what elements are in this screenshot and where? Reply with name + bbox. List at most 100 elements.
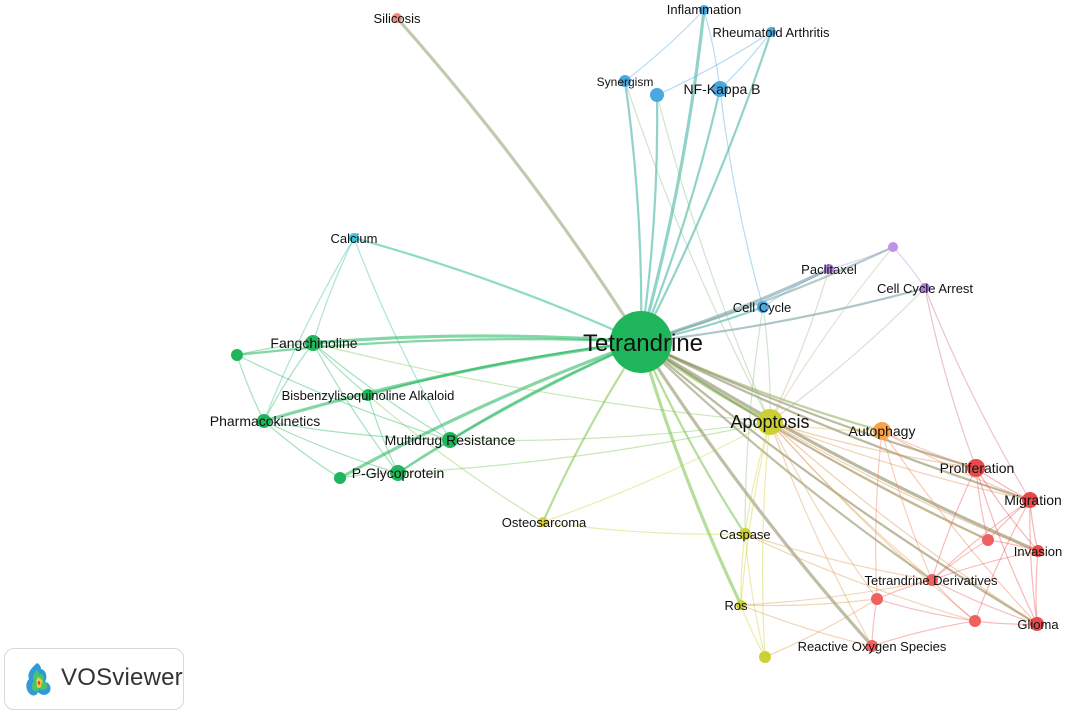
node-silicosis[interactable] [392,13,402,23]
node-pharmacokinetics[interactable] [257,414,271,428]
edge-green_left-mdr [236,354,451,441]
edge-tetrandrine-invasion [639,340,1040,553]
node-glioma[interactable] [1030,617,1044,631]
edge-apoptosis-red_mid [769,421,989,541]
node-green_left[interactable] [231,349,243,361]
edge-tetrandrine-ccarrest [639,286,927,344]
edge-tetrandrine-nfkb [639,87,722,344]
node-mdr[interactable] [442,432,458,448]
node-inflammation[interactable] [699,5,709,15]
node-ros[interactable] [736,600,746,610]
edge-tetrandrine-glioma [639,340,1039,626]
node-proliferation[interactable] [967,459,985,477]
node-cellcycle[interactable] [757,301,769,313]
node-apoptosis[interactable] [757,409,783,435]
edge-osteosarcoma-apoptosis [542,421,771,523]
label-nfkb: NF-Kappa B [683,81,760,97]
edge-proliferation-tetderiv [931,467,977,581]
edge-tetrandrine-synergism [623,79,643,344]
node-calcium[interactable] [349,233,359,243]
edge-apoptosis-proliferation [769,421,977,469]
label-bisbenz: Bisbenzylisoquinoline Alkaloid [282,388,455,403]
node-ccarrest[interactable] [920,283,930,293]
edge-apoptosis-invasion [769,421,1039,552]
label-tetrandrine: Tetrandrine [583,330,703,357]
edge-apoptosis-migration [769,421,1031,501]
edge-tetrandrine-proliferation [639,340,978,470]
node-pgp[interactable] [390,465,406,481]
edge-tetrandrine-ros [639,340,743,607]
node-red_b[interactable] [969,615,981,627]
edge-ros-ros_full [740,604,873,647]
node-invasion[interactable] [1032,545,1044,557]
edge-tetrandrine-pharmacokinetics [262,340,643,423]
label-calcium: Calcium [331,231,378,246]
edge-pharmacokinetics-pgp [263,420,399,474]
node-migration[interactable] [1022,492,1038,508]
edge-calcium-mdr [353,237,451,441]
edge-nfkb2-apoptosis [656,94,771,423]
node-purple1[interactable] [888,242,898,252]
node-tetrandrine[interactable] [610,311,672,373]
node-ra[interactable] [766,27,776,37]
edge-ros-tetderiv [740,579,933,606]
edge-tetrandrine-pgp [396,340,643,475]
edge-autophagy-proliferation [881,430,977,469]
edge-red_mid-tetderiv [931,539,989,581]
edge-autophagy-migration [881,430,1031,501]
label-glioma: Glioma [1017,617,1059,632]
edge-proliferation-glioma [975,467,1038,625]
node-nfkb[interactable] [712,81,728,97]
edge-tetrandrine-green_left [235,338,643,357]
node-red_mid[interactable] [982,534,994,546]
edge-fangchinoline-apoptosis [312,342,771,423]
edge-invasion-glioma [1035,550,1039,625]
node-osteosarcoma[interactable] [538,517,548,527]
vosviewer-logo: VOSviewer [4,648,184,710]
label-synergism: Synergism [597,75,654,89]
label-caspase: Caspase [719,527,770,542]
edge-apoptosis-ros_full [769,421,873,647]
node-green_small[interactable] [334,472,346,484]
edge-autophagy-red_a [875,430,883,600]
edge-red_a-red_b [876,598,976,622]
edge-apoptosis-ros [740,421,771,606]
edge-apoptosis-red_a [769,421,878,600]
edge-nfkb-cellcycle [719,88,764,308]
node-fangchinoline[interactable] [305,335,321,351]
edge-paclitaxel-purple1 [828,246,894,270]
node-synergism[interactable] [619,75,631,87]
edge-cellcycle-caspase [744,306,764,535]
edge-tetrandrine-nfkb2 [639,93,659,344]
node-ros_full[interactable] [866,640,878,652]
node-caspase[interactable] [739,528,751,540]
edge-green_left-pharmacokinetics [236,354,265,422]
label-ros: Ros [724,598,748,613]
label-ccarrest: Cell Cycle Arrest [877,281,973,296]
edge-yellow_bottom-red_a [764,598,878,658]
edge-paclitaxel-cellcycle [762,268,830,308]
label-cellcycle: Cell Cycle [733,300,792,315]
edge-migration-red_b [974,499,1031,622]
node-tetderiv[interactable] [926,574,938,586]
edge-osteosarcoma-caspase [542,521,746,535]
label-autophagy: Autophagy [849,423,916,439]
edge-invasion-tetderiv [931,550,1039,581]
edge-bisbenz-pgp [367,394,399,474]
node-nfkb2[interactable] [650,88,664,102]
node-bisbenz[interactable] [362,389,374,401]
edge-synergism-apoptosis [624,80,771,423]
edge-ccarrest-migration [924,287,1031,501]
node-yellow_bottom[interactable] [759,651,771,663]
node-red_a[interactable] [871,593,883,605]
node-autophagy[interactable] [873,422,891,440]
label-mdr: Multidrug Resistance [385,432,516,448]
edge-nfkb2-ra [656,31,772,96]
edge-synergism-inflammation [624,9,705,82]
network-edges [235,8,1040,658]
edge-caspase-yellow_bottom [744,533,766,658]
node-paclitaxel[interactable] [824,264,834,274]
label-osteosarcoma: Osteosarcoma [502,515,587,530]
edge-pharmacokinetics-mdr [263,420,451,441]
